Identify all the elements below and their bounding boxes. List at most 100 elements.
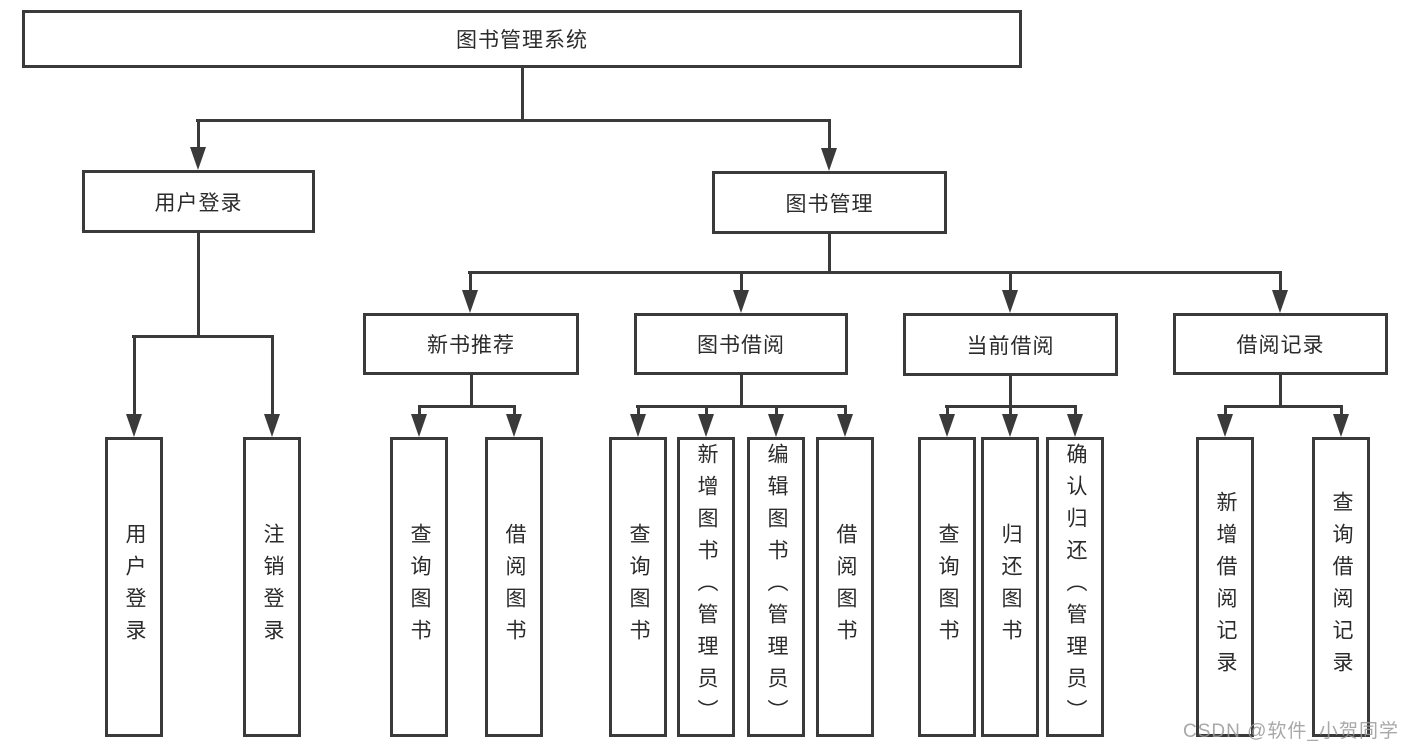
node-label: 图书借阅 <box>697 334 785 357</box>
leaf-borrow-books-borrowing: 借阅图书 <box>816 437 874 737</box>
arrow-shaft <box>827 119 831 153</box>
node-label: 归还图书 <box>999 523 1022 651</box>
node-book-management: 图书管理 <box>712 171 947 234</box>
connector-vline <box>1279 375 1282 407</box>
arrow-shaft <box>132 335 136 419</box>
node-label: 查询借阅记录 <box>1330 491 1353 683</box>
connector-hline <box>132 335 274 338</box>
leaf-user-login: 用户登录 <box>105 437 163 737</box>
connector-vline <box>1009 375 1012 407</box>
node-label: 借阅记录 <box>1236 334 1325 357</box>
node-label: 借阅图书 <box>503 523 526 651</box>
connector-arrow-down <box>264 335 280 437</box>
arrow-shaft <box>1339 405 1343 419</box>
arrowhead-icon <box>768 414 784 437</box>
connector-arrow-down <box>1002 271 1018 313</box>
node-new-book-recommend: 新书推荐 <box>363 313 579 375</box>
arrow-shaft <box>1008 405 1012 419</box>
arrowhead-icon <box>411 414 427 437</box>
leaf-query-borrow-record: 查询借阅记录 <box>1312 437 1370 737</box>
arrowhead-icon <box>1002 290 1018 313</box>
node-label: 查询图书 <box>408 523 431 651</box>
arrow-shaft <box>636 405 640 419</box>
connector-vline <box>740 375 743 407</box>
connector-arrow-down <box>1067 405 1083 437</box>
arrowhead-icon <box>1217 414 1233 437</box>
connector-arrow-down <box>126 335 142 437</box>
arrow-shaft <box>512 405 516 419</box>
node-book-borrowing: 图书借阅 <box>634 313 848 375</box>
connector-vline <box>197 233 200 337</box>
leaf-query-books-borrowing: 查询图书 <box>609 437 667 737</box>
arrow-shaft <box>1073 405 1077 419</box>
connector-arrow-down <box>190 119 206 170</box>
arrowhead-icon <box>698 414 714 437</box>
arrow-shaft <box>739 271 743 295</box>
connector-hline <box>1224 405 1343 408</box>
connector-hline <box>418 405 516 408</box>
node-label: 确认归还（管理员） <box>1064 443 1087 731</box>
arrowhead-icon <box>190 147 206 170</box>
arrow-shaft <box>1278 271 1282 295</box>
node-label: 查询图书 <box>627 523 650 651</box>
node-label: 新书推荐 <box>427 334 515 357</box>
connector-arrow-down <box>506 405 522 437</box>
arrowhead-icon <box>1067 414 1083 437</box>
node-label: 新增图书（管理员） <box>695 443 718 731</box>
arrowhead-icon <box>1272 290 1288 313</box>
connector-arrow-down <box>630 405 646 437</box>
connector-arrow-down <box>462 271 478 313</box>
arrowhead-icon <box>1002 414 1018 437</box>
leaf-query-books-current: 查询图书 <box>918 437 976 737</box>
node-current-borrowing: 当前借阅 <box>903 313 1118 376</box>
node-label: 注销登录 <box>261 523 284 651</box>
connector-hline <box>196 119 830 122</box>
arrow-shaft <box>270 335 274 419</box>
leaf-logout: 注销登录 <box>243 437 301 737</box>
arrowhead-icon <box>821 148 837 171</box>
arrow-shaft <box>1008 271 1012 295</box>
node-user-login: 用户登录 <box>82 170 315 233</box>
leaf-query-books-recommend: 查询图书 <box>390 437 448 737</box>
node-label: 查询图书 <box>936 523 959 651</box>
leaf-borrow-books-recommend: 借阅图书 <box>485 437 543 737</box>
node-label: 新增借阅记录 <box>1214 491 1237 683</box>
arrow-shaft <box>1223 405 1227 419</box>
node-label: 用户登录 <box>154 191 243 215</box>
node-library-system: 图书管理系统 <box>22 10 1022 68</box>
arrowhead-icon <box>939 414 955 437</box>
connector-arrow-down <box>733 271 749 313</box>
node-label: 用户登录 <box>123 523 146 651</box>
connector-vline <box>470 375 473 407</box>
arrowhead-icon <box>837 414 853 437</box>
node-label: 编辑图书（管理员） <box>765 443 788 731</box>
node-label: 借阅图书 <box>834 523 857 651</box>
arrowhead-icon <box>264 414 280 437</box>
connector-arrow-down <box>1217 405 1233 437</box>
connector-arrow-down <box>1002 405 1018 437</box>
arrowhead-icon <box>1333 414 1349 437</box>
arrowhead-icon <box>126 414 142 437</box>
connector-arrow-down <box>939 405 955 437</box>
connector-arrow-down <box>698 405 714 437</box>
node-label: 当前借阅 <box>966 334 1055 358</box>
node-label: 图书管理 <box>785 192 874 216</box>
connector-arrow-down <box>821 119 837 171</box>
arrow-shaft <box>417 405 421 419</box>
connector-hline <box>468 271 1282 274</box>
arrow-shaft <box>945 405 949 419</box>
connector-vline <box>828 234 831 273</box>
node-label: 图书管理系统 <box>456 29 588 52</box>
connector-hline <box>636 405 847 408</box>
connector-arrow-down <box>837 405 853 437</box>
connector-arrow-down <box>1333 405 1349 437</box>
connector-vline <box>521 68 524 121</box>
leaf-edit-book-admin: 编辑图书（管理员） <box>747 437 805 737</box>
arrow-shaft <box>704 405 708 419</box>
arrowhead-icon <box>462 290 478 313</box>
node-borrow-records: 借阅记录 <box>1173 313 1388 375</box>
leaf-confirm-return-admin: 确认归还（管理员） <box>1046 437 1104 737</box>
arrow-shaft <box>468 271 472 295</box>
arrow-shaft <box>843 405 847 419</box>
